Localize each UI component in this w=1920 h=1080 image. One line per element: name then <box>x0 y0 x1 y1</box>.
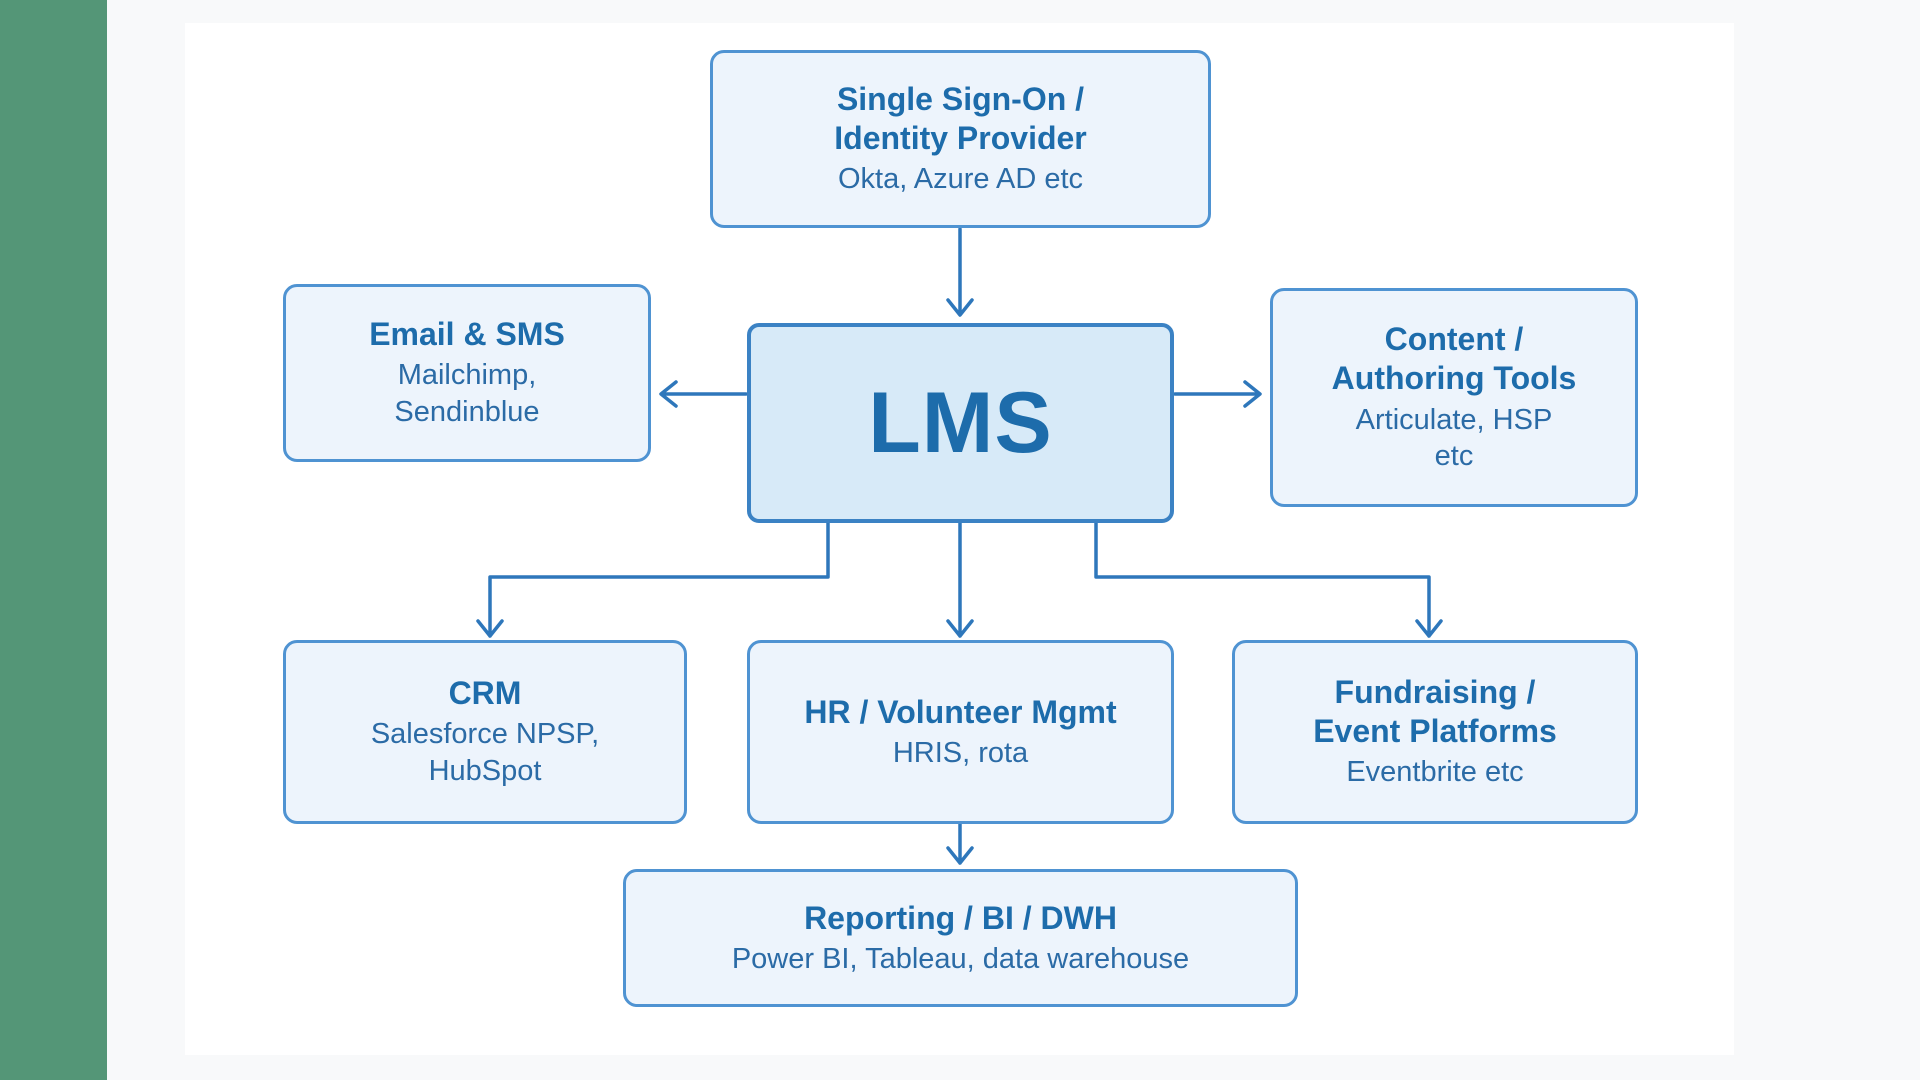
node-subtitle: Okta, Azure AD etc <box>838 163 1083 196</box>
node-fundraising-events: Fundraising / Event Platforms Eventbrite… <box>1232 640 1638 824</box>
node-crm: CRM Salesforce NPSP, HubSpot <box>283 640 687 824</box>
node-title: Fundraising / Event Platforms <box>1313 674 1557 750</box>
node-content-authoring: Content / Authoring Tools Articulate, HS… <box>1270 288 1638 507</box>
node-hr-volunteer-mgmt: HR / Volunteer Mgmt HRIS, rota <box>747 640 1174 824</box>
node-subtitle: Mailchimp, Sendinblue <box>394 359 540 429</box>
node-title: Reporting / BI / DWH <box>804 899 1117 936</box>
node-title: CRM <box>448 675 522 712</box>
node-subtitle: Power BI, Tableau, data warehouse <box>731 942 1190 975</box>
node-reporting-bi-dwh: Reporting / BI / DWH Power BI, Tableau, … <box>623 869 1298 1007</box>
node-email-sms: Email & SMS Mailchimp, Sendinblue <box>283 284 651 462</box>
node-subtitle: Salesforce NPSP, HubSpot <box>370 718 600 788</box>
node-single-sign-on: Single Sign-On / Identity Provider Okta,… <box>710 50 1211 228</box>
node-title: Content / Authoring Tools <box>1331 321 1577 397</box>
node-lms: LMS <box>747 323 1174 523</box>
node-title: Email & SMS <box>369 316 565 353</box>
sidebar-strip <box>0 0 107 1080</box>
node-title: HR / Volunteer Mgmt <box>804 693 1117 730</box>
node-subtitle: HRIS, rota <box>892 736 1029 769</box>
node-subtitle: Articulate, HSP etc <box>1355 403 1553 473</box>
node-title: Single Sign-On / Identity Provider <box>834 81 1087 157</box>
node-subtitle: Eventbrite etc <box>1346 756 1524 789</box>
node-title: LMS <box>868 375 1053 471</box>
